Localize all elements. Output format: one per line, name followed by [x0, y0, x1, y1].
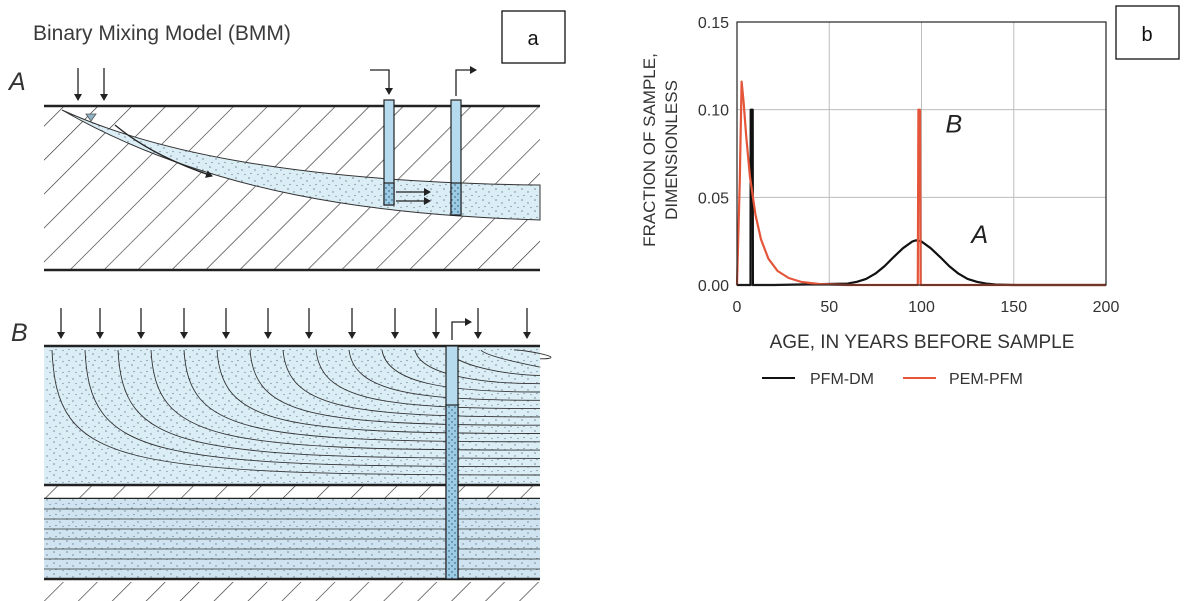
y-axis-label-line1: FRACTION OF SAMPLE, — [640, 53, 659, 247]
y-axis-label-line2: DIMENSIONLESS — [662, 80, 681, 220]
panel-a-label-box — [501, 10, 566, 64]
section-b-label: B — [11, 319, 28, 347]
legend-label-pfm-dm: PFM-DM — [810, 371, 874, 388]
section-b-diagram: B — [11, 308, 552, 601]
x-tick-label: 100 — [908, 299, 935, 316]
panel-b-label: b — [1141, 24, 1152, 46]
x-axis-label: AGE, IN YEARS BEFORE SAMPLE — [770, 332, 1075, 353]
flow-line — [381, 349, 541, 393]
injection-arrow-icon — [370, 69, 393, 95]
curve-label-a: A — [969, 221, 988, 249]
plot-frame — [736, 21, 1107, 286]
section-a-diagram: A — [7, 66, 541, 272]
flow-line — [183, 349, 541, 443]
well-a-right — [450, 66, 477, 216]
panel-b-label-box — [1115, 5, 1180, 60]
upper-aquifer-b — [44, 346, 540, 485]
chart-ticks: 0 50 100 150 200 0.00 0.05 0.10 0.15 — [698, 15, 1120, 316]
water-table-icon — [85, 113, 97, 122]
well-b — [445, 318, 472, 580]
flow-line — [348, 349, 541, 401]
flow-line — [513, 349, 552, 360]
panel-b: b 0 50 100 150 200 0.00 0.05 0.10 0.15 FRACTION … — [640, 5, 1180, 388]
figure-title: Binary Mixing Model (BMM) — [33, 22, 291, 45]
flow-line — [84, 349, 541, 468]
flow-line — [150, 349, 541, 451]
y-tick-label: 0.15 — [698, 15, 729, 32]
flow-line — [480, 349, 541, 368]
curve-label-b: B — [945, 110, 962, 138]
panel-a-label: a — [527, 28, 539, 50]
x-tick-label: 200 — [1093, 299, 1120, 316]
panel-a: Binary Mixing Model (BMM) a A — [7, 10, 566, 601]
flow-path-arrow-icon — [114, 124, 213, 178]
withdrawal-arrow-icon — [455, 66, 477, 96]
confining-layer-b — [44, 485, 540, 499]
flow-line — [117, 349, 541, 459]
x-tick-label: 150 — [1000, 299, 1027, 316]
withdrawal-arrow-icon — [451, 318, 472, 340]
well-a-left — [370, 69, 395, 206]
flow-line — [315, 349, 541, 410]
y-tick-label: 0.10 — [698, 103, 729, 120]
section-a-label: A — [7, 68, 26, 96]
y-tick-label: 0.00 — [698, 278, 729, 295]
legend: PFM-DM PEM-PFM — [762, 371, 1023, 388]
recharge-arrows-b — [57, 308, 531, 339]
flow-line — [282, 349, 541, 418]
legend-label-pem-pfm: PEM-PFM — [949, 371, 1023, 388]
chart: 0 50 100 150 200 0.00 0.05 0.10 0.15 FRACTION OF… — [640, 15, 1119, 388]
base-hatch-b — [44, 582, 540, 601]
series-line-pem-pfm — [735, 80, 1106, 287]
x-tick-label: 0 — [733, 299, 742, 316]
x-tick-label: 50 — [820, 299, 838, 316]
flow-line — [51, 349, 541, 476]
y-tick-label: 0.05 — [698, 190, 729, 207]
